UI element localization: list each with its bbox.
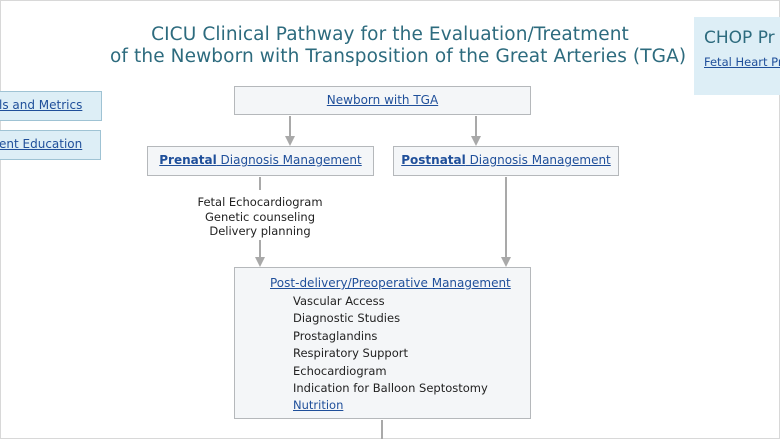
list-item: Nutrition (293, 397, 530, 414)
postnatal-bold: Postnatal (401, 153, 466, 167)
patient-education-box: ent Education (0, 130, 101, 160)
connector-postdelivery-down (381, 420, 383, 439)
page-title-line-2: of the Newborn with Transposition of the… (110, 46, 687, 67)
connector-notes-postdelivery (259, 240, 261, 258)
post-delivery-box: Post-delivery/Preoperative Management Va… (234, 267, 531, 419)
prenatal-box: Prenatal Diagnosis Management (147, 146, 374, 176)
post-delivery-list: Vascular Access Diagnostic Studies Prost… (270, 293, 530, 415)
prenatal-bold: Prenatal (159, 153, 217, 167)
newborn-tga-link[interactable]: Newborn with TGA (326, 93, 439, 107)
patient-education-link[interactable]: ent Education (0, 137, 83, 151)
list-item: Indication for Balloon Septostomy (293, 381, 488, 396)
page-title: CICU Clinical Pathway for the Evaluation… (110, 24, 687, 68)
note-genetic-counseling: Genetic counseling (204, 209, 315, 224)
connector-postnatal-postdelivery (505, 177, 507, 258)
fetal-heart-link[interactable]: Fetal Heart Pr (704, 55, 780, 69)
page-title-line-1: CICU Clinical Pathway for the Evaluation… (151, 24, 629, 45)
list-item: Diagnostic Studies (293, 311, 401, 326)
newborn-tga-box: Newborn with TGA (234, 86, 531, 115)
nutrition-link[interactable]: Nutrition (293, 398, 344, 413)
prenatal-notes: Fetal Echocardiogram Genetic counseling … (180, 195, 340, 239)
note-fetal-echo: Fetal Echocardiogram (197, 195, 323, 209)
connector-newborn-postnatal (475, 116, 477, 137)
postnatal-box: Postnatal Diagnosis Management (393, 146, 619, 176)
arrow-down-icon (285, 136, 295, 146)
goals-metrics-link[interactable]: ls and Metrics (0, 98, 83, 112)
post-delivery-link[interactable]: Post-delivery/Preoperative Management (270, 276, 511, 290)
list-item: Respiratory Support (293, 346, 409, 361)
arrow-down-icon (255, 257, 265, 267)
chop-panel: CHOP Pr Fetal Heart Pr (694, 17, 780, 95)
chop-panel-title: CHOP Pr (704, 28, 775, 48)
connector-prenatal-notes (259, 177, 261, 190)
postnatal-diagnosis-link[interactable]: Postnatal Diagnosis Management (401, 153, 611, 167)
goals-metrics-box: ls and Metrics (0, 91, 102, 121)
list-item: Vascular Access (293, 294, 385, 308)
note-delivery-planning: Delivery planning (209, 224, 311, 239)
arrow-down-icon (471, 136, 481, 146)
prenatal-diagnosis-link[interactable]: Prenatal Diagnosis Management (159, 153, 361, 167)
list-item: Prostaglandins (293, 328, 378, 343)
list-item: Echocardiogram (293, 363, 387, 378)
prenatal-rest: Diagnosis Management (216, 153, 362, 167)
postnatal-rest: Diagnosis Management (465, 153, 611, 167)
connector-newborn-prenatal (289, 116, 291, 137)
arrow-down-icon (501, 257, 511, 267)
